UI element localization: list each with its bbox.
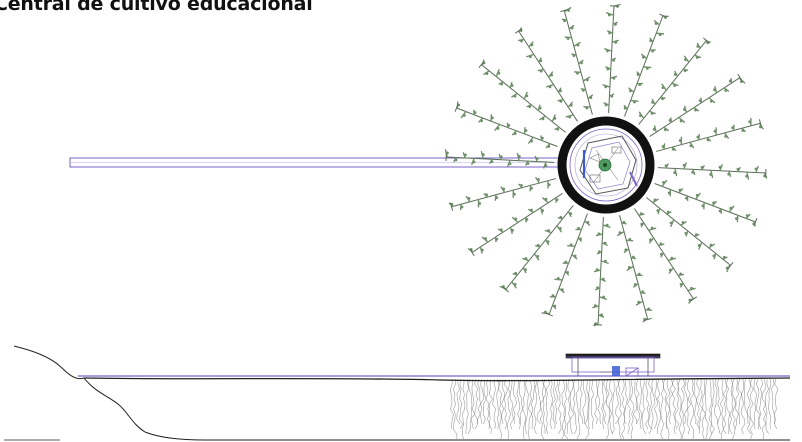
plant-row [454, 101, 558, 149]
terrain-profile [4, 345, 790, 441]
plant-row [634, 208, 698, 304]
section-view [4, 345, 791, 441]
water-line [78, 375, 791, 382]
plant-row [560, 7, 593, 115]
plant-row [602, 3, 621, 114]
plant-row [638, 37, 711, 125]
plan-view [69, 3, 768, 327]
plant-row [448, 177, 556, 211]
root-zone [449, 378, 779, 440]
drawing-title: Central de cultivo educacional [0, 0, 313, 15]
plant-row [592, 216, 611, 327]
plant-row [657, 162, 768, 180]
central-hub [557, 116, 655, 214]
plant-row [617, 215, 653, 323]
plant-row [654, 179, 758, 227]
radial-plant-rows [444, 3, 768, 327]
plant-row [541, 213, 591, 317]
plant-row [656, 117, 764, 152]
plant-row [478, 59, 566, 133]
walkway-plan [69, 157, 591, 168]
canopy-structure [565, 353, 661, 377]
plant-row [444, 149, 555, 169]
plant-row [649, 73, 746, 137]
plant-row [623, 13, 669, 117]
plant-row [499, 205, 574, 293]
plant-row [646, 197, 734, 273]
plant-row [467, 193, 563, 257]
plant-row [514, 27, 578, 122]
